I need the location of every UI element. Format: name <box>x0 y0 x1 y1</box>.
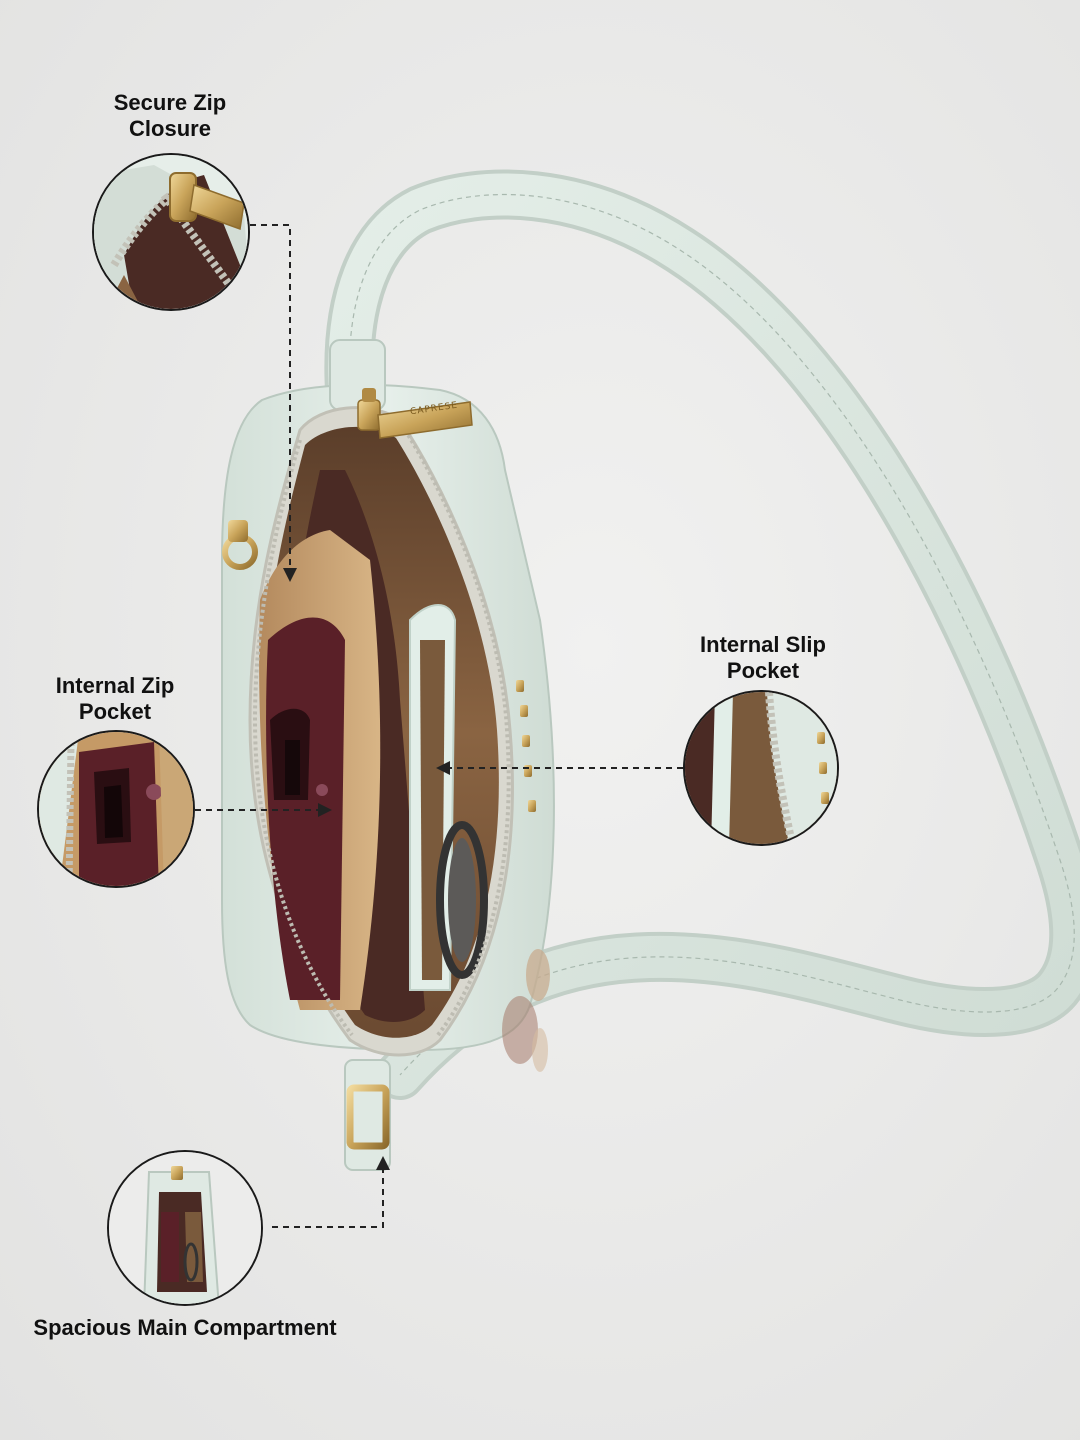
zip-closure-detail-circle <box>92 153 250 311</box>
mirror-object <box>436 821 488 979</box>
label-secure-zip-closure: Secure Zip Closure <box>85 90 255 142</box>
main-compartment-detail-circle <box>107 1150 263 1306</box>
label-internal-zip-pocket: Internal Zip Pocket <box>30 673 200 725</box>
arrow-internal-zip-pocket <box>318 803 332 817</box>
internal-slip-pocket <box>409 604 457 991</box>
arrow-main-compartment <box>376 1156 390 1170</box>
zip-puller <box>357 388 473 439</box>
connector-zip-closure <box>250 224 291 570</box>
label-spacious-main-compartment: Spacious Main Compartment <box>33 1315 337 1340</box>
connector-arrowheads <box>283 568 450 1170</box>
internal-zip-pocket <box>259 530 381 1010</box>
bottom-strap-buckle <box>344 1059 391 1171</box>
arrow-internal-slip-pocket <box>436 761 450 775</box>
zip-tape <box>252 423 511 1037</box>
label-line-2: Pocket <box>726 658 800 683</box>
label-line-1: Secure Zip <box>113 90 227 115</box>
internal-slip-pocket-detail-circle <box>683 690 839 846</box>
label-line-2: Pocket <box>78 699 152 724</box>
label-line-1: Internal Slip <box>700 632 826 657</box>
label-internal-slip-pocket: Internal Slip Pocket <box>678 632 848 684</box>
side-ring <box>222 520 258 570</box>
internal-zip-pocket-detail-circle <box>37 730 195 888</box>
label-line-2: Closure <box>129 116 211 141</box>
connector-main-compartment <box>272 1170 384 1228</box>
shoulder-strap <box>324 169 1080 1100</box>
arrow-zip-closure <box>283 568 297 582</box>
connector-lines <box>195 224 683 1228</box>
label-line-1: Internal Zip <box>55 673 175 698</box>
